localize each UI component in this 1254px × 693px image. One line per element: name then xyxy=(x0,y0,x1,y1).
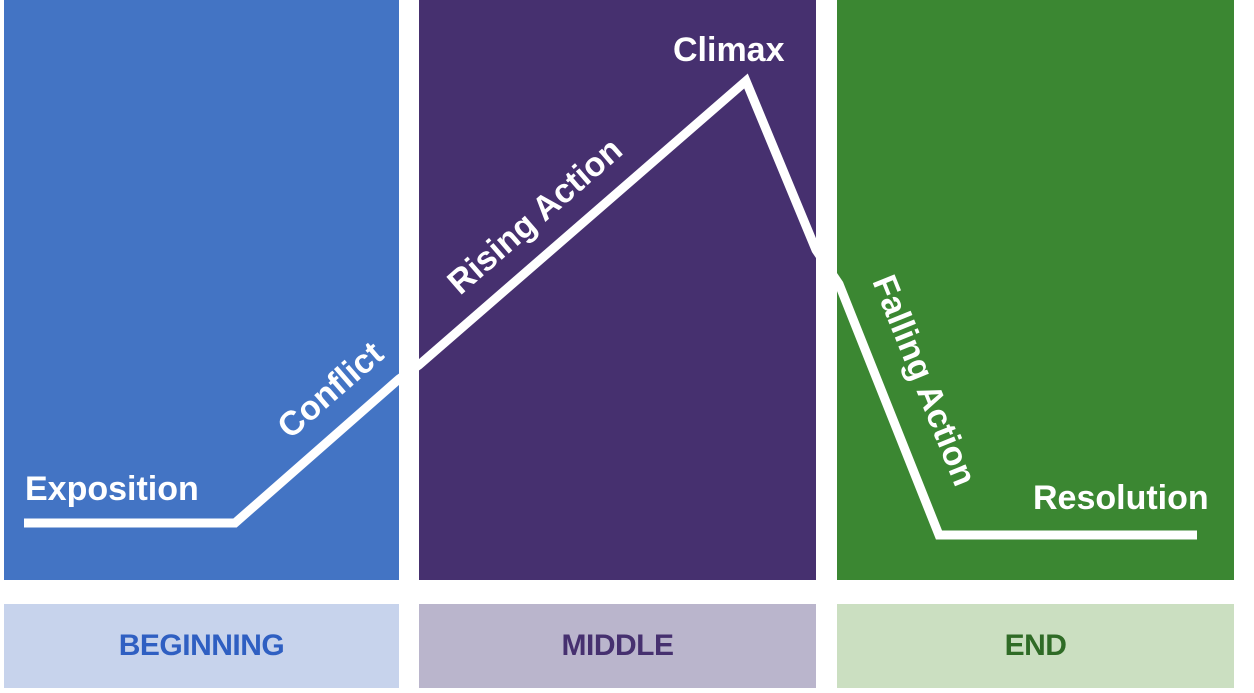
end-footer: END xyxy=(837,604,1234,688)
end-panel xyxy=(837,0,1234,580)
end-label: END xyxy=(1004,629,1067,662)
middle-label: MIDDLE xyxy=(561,629,675,662)
beginning-panel xyxy=(4,0,399,580)
middle-panel xyxy=(419,0,816,580)
beginning-footer: BEGINNING xyxy=(4,604,399,688)
middle-footer: MIDDLE xyxy=(419,604,816,688)
beginning-label: BEGINNING xyxy=(118,629,285,662)
